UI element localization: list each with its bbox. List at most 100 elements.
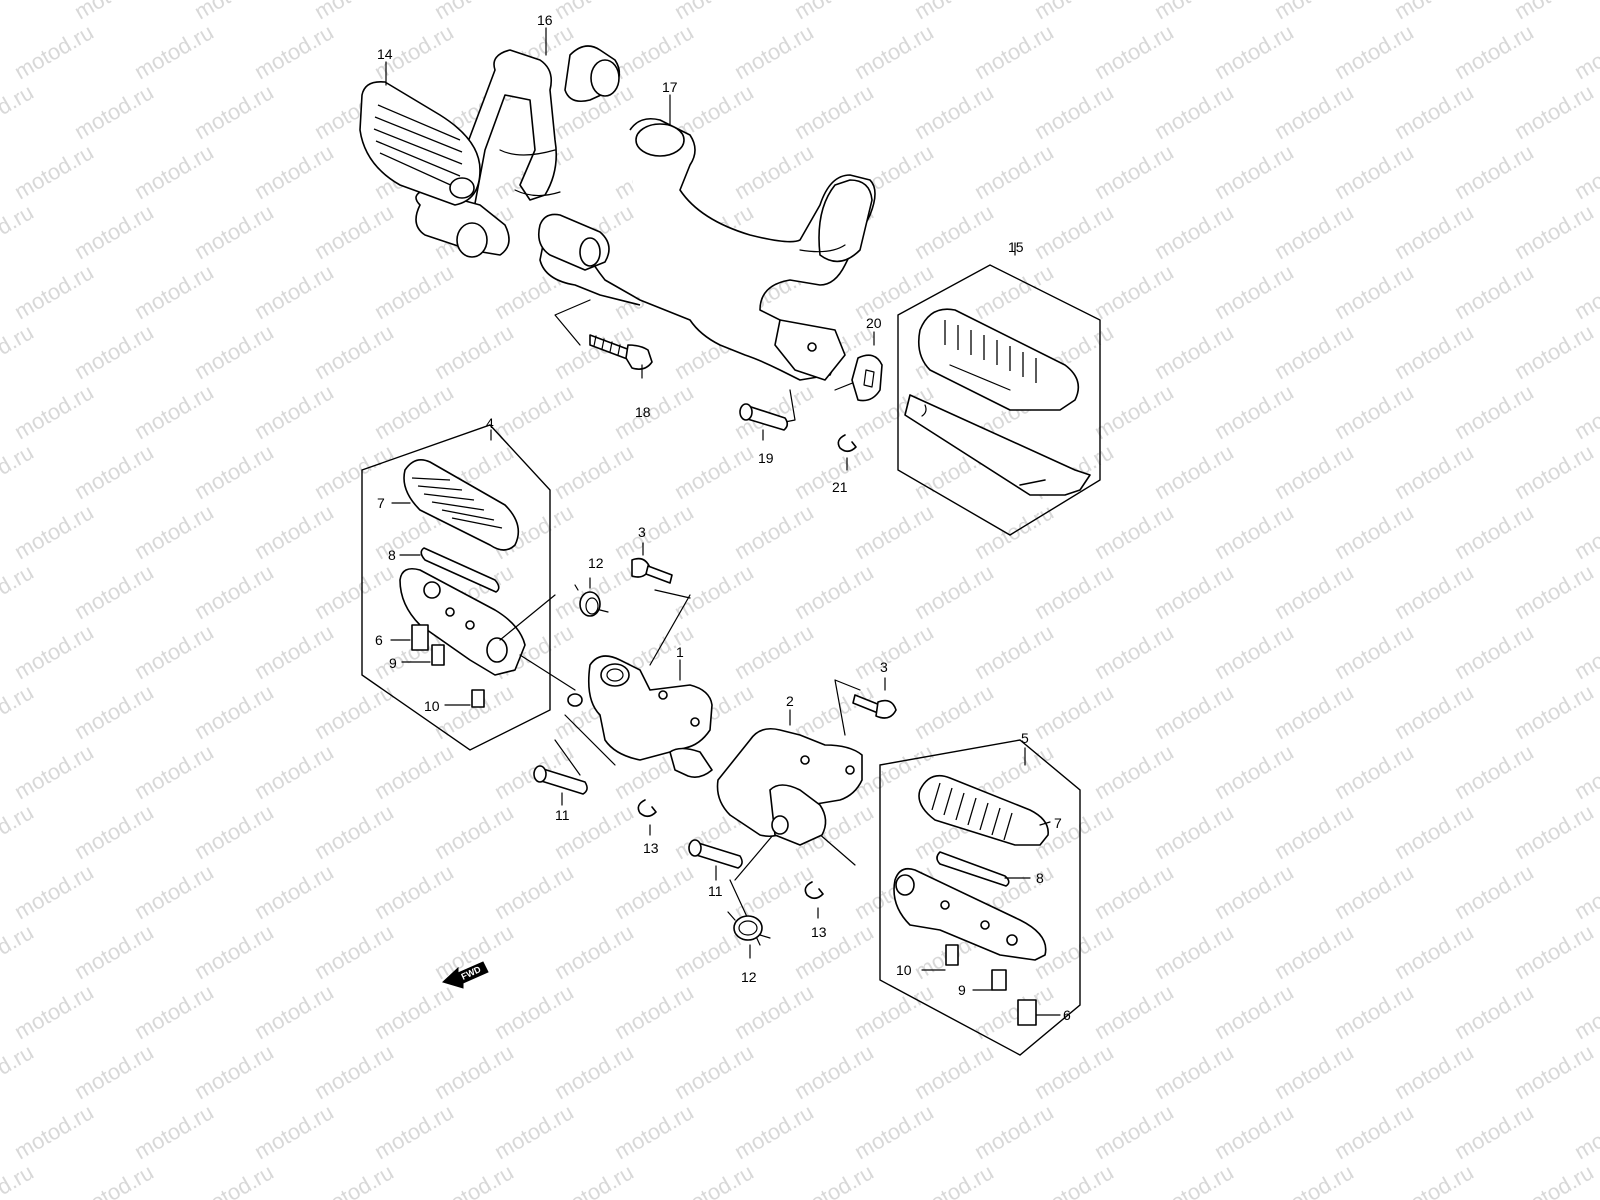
watermark-text: motod.ru xyxy=(1210,499,1298,564)
pivot-shaft xyxy=(669,747,713,778)
watermark-text: motod.ru xyxy=(1390,1039,1478,1104)
watermark-text: motod.ru xyxy=(1330,139,1418,204)
watermark-text: motod.ru xyxy=(190,799,278,864)
watermark-text: motod.ru xyxy=(1390,319,1478,384)
watermark-text: motod.ru xyxy=(0,79,38,144)
bolt-10-left xyxy=(471,689,485,708)
watermark-text: motod.ru xyxy=(910,559,998,624)
watermark-text: motod.ru xyxy=(1150,559,1238,624)
watermark-text: motod.ru xyxy=(1270,919,1358,984)
watermark-text: motod.ru xyxy=(1090,619,1178,684)
watermark-text: motod.ru xyxy=(130,739,218,804)
pillion-bracket-loop xyxy=(818,179,873,263)
watermark-text: motod.ru xyxy=(970,619,1058,684)
watermark-text: motod.ru xyxy=(850,1099,938,1164)
footrest-rubber-7-left xyxy=(403,459,520,551)
watermark-text: motod.ru xyxy=(1090,259,1178,324)
watermark-text: motod.ru xyxy=(430,679,518,744)
callout-16: 16 xyxy=(537,12,553,28)
watermark-text: motod.ru xyxy=(1150,1039,1238,1104)
watermark-text: motod.ru xyxy=(490,1099,578,1164)
watermark-text: motod.ru xyxy=(190,679,278,744)
watermark-text: motod.ru xyxy=(670,1039,758,1104)
watermark-text: motod.ru xyxy=(610,499,698,564)
watermark-text: motod.ru xyxy=(730,1099,818,1164)
watermark-text: motod.ru xyxy=(670,1159,758,1200)
watermark-text: motod.ru xyxy=(1390,199,1478,264)
callout-4: 4 xyxy=(486,415,494,431)
watermark-text: motod.ru xyxy=(190,79,278,144)
watermark-text: motod.ru xyxy=(370,379,458,444)
watermark-text: motod.ru xyxy=(1330,859,1418,924)
watermark-text: motod.ru xyxy=(130,499,218,564)
watermark-text: motod.ru xyxy=(190,559,278,624)
watermark-text: motod.ru xyxy=(550,1039,638,1104)
watermark-text: motod.ru xyxy=(0,1159,38,1200)
bolt-6-left xyxy=(411,624,429,651)
watermark-text: motod.ru xyxy=(1330,739,1418,804)
bolt-18 xyxy=(589,334,653,379)
watermark-text: motod.ru xyxy=(1510,319,1598,384)
watermark-text: motod.ru xyxy=(850,499,938,564)
rubber-ribs-7-right xyxy=(931,782,1013,841)
callout-13a: 13 xyxy=(643,840,659,856)
watermark-text: motod.ru xyxy=(910,1159,998,1200)
bolt-10-right xyxy=(945,944,959,966)
watermark-text: motod.ru xyxy=(370,859,458,924)
watermark-text: motod.ru xyxy=(130,619,218,684)
watermark-text: motod.ru xyxy=(970,139,1058,204)
watermark-text: motod.ru xyxy=(1270,1039,1358,1104)
watermark-text: motod.ru xyxy=(1510,199,1598,264)
bracket-2 xyxy=(716,709,863,846)
callout-6a: 6 xyxy=(375,632,383,648)
watermark-text: motod.ru xyxy=(790,1159,878,1200)
watermark-text: motod.ru xyxy=(1210,739,1298,804)
watermark-text: motod.ru xyxy=(1090,739,1178,804)
watermark-text: motod.ru xyxy=(1570,859,1600,924)
watermark-text: motod.ru xyxy=(1510,799,1598,864)
watermark-text: motod.ru xyxy=(70,559,158,624)
callout-2: 2 xyxy=(786,693,794,709)
watermark-text: motod.ru xyxy=(730,619,818,684)
bolt-3-upper xyxy=(631,542,673,584)
watermark-text: motod.ru xyxy=(610,1099,698,1164)
watermark-text: motod.ru xyxy=(250,859,338,924)
watermark-text: motod.ru xyxy=(1030,1039,1118,1104)
watermark-text: motod.ru xyxy=(790,79,878,144)
rubber-kit-15-box xyxy=(897,242,1101,536)
watermark-text: motod.ru xyxy=(10,1099,98,1164)
callout-1: 1 xyxy=(676,644,684,660)
watermark-text: motod.ru xyxy=(610,859,698,924)
watermark-text: motod.ru xyxy=(70,1039,158,1104)
watermark-text: motod.ru xyxy=(310,319,398,384)
callout-7b: 7 xyxy=(1054,815,1062,831)
watermark-text: motod.ru xyxy=(190,199,278,264)
watermark-text: motod.ru xyxy=(0,319,38,384)
watermark-text: motod.ru xyxy=(850,619,938,684)
footrest-plate-8-right xyxy=(936,851,1010,887)
clip-13-right xyxy=(804,881,824,919)
watermark-text: motod.ru xyxy=(430,319,518,384)
footrest-kit-4-box xyxy=(361,424,551,751)
watermark-text: motod.ru xyxy=(70,679,158,744)
watermark-text: motod.ru xyxy=(910,1039,998,1104)
watermark-text: motod.ru xyxy=(190,919,278,984)
callout-12a: 12 xyxy=(588,555,604,571)
watermark-text: motod.ru xyxy=(1270,679,1358,744)
watermark-text: motod.ru xyxy=(850,259,938,324)
watermark-text: motod.ru xyxy=(370,259,458,324)
watermark-text: motod.ru xyxy=(1450,379,1538,444)
pin-19 xyxy=(739,403,789,441)
footrest-rubber-7-right xyxy=(918,774,1049,846)
watermark-text: motod.ru xyxy=(610,19,698,84)
footrest-rubber-15 xyxy=(917,308,1080,411)
watermark-text: motod.ru xyxy=(1570,619,1600,684)
watermark-text: motod.ru xyxy=(1390,919,1478,984)
watermark-text: motod.ru xyxy=(1570,499,1600,564)
watermark-text: motod.ru xyxy=(850,979,938,1044)
watermark-text: motod.ru xyxy=(1390,1159,1478,1200)
watermark-text: motod.ru xyxy=(1390,439,1478,504)
watermark-text: motod.ru xyxy=(0,199,38,264)
watermark-text: motod.ru xyxy=(310,559,398,624)
watermark-text: motod.ru xyxy=(1510,439,1598,504)
